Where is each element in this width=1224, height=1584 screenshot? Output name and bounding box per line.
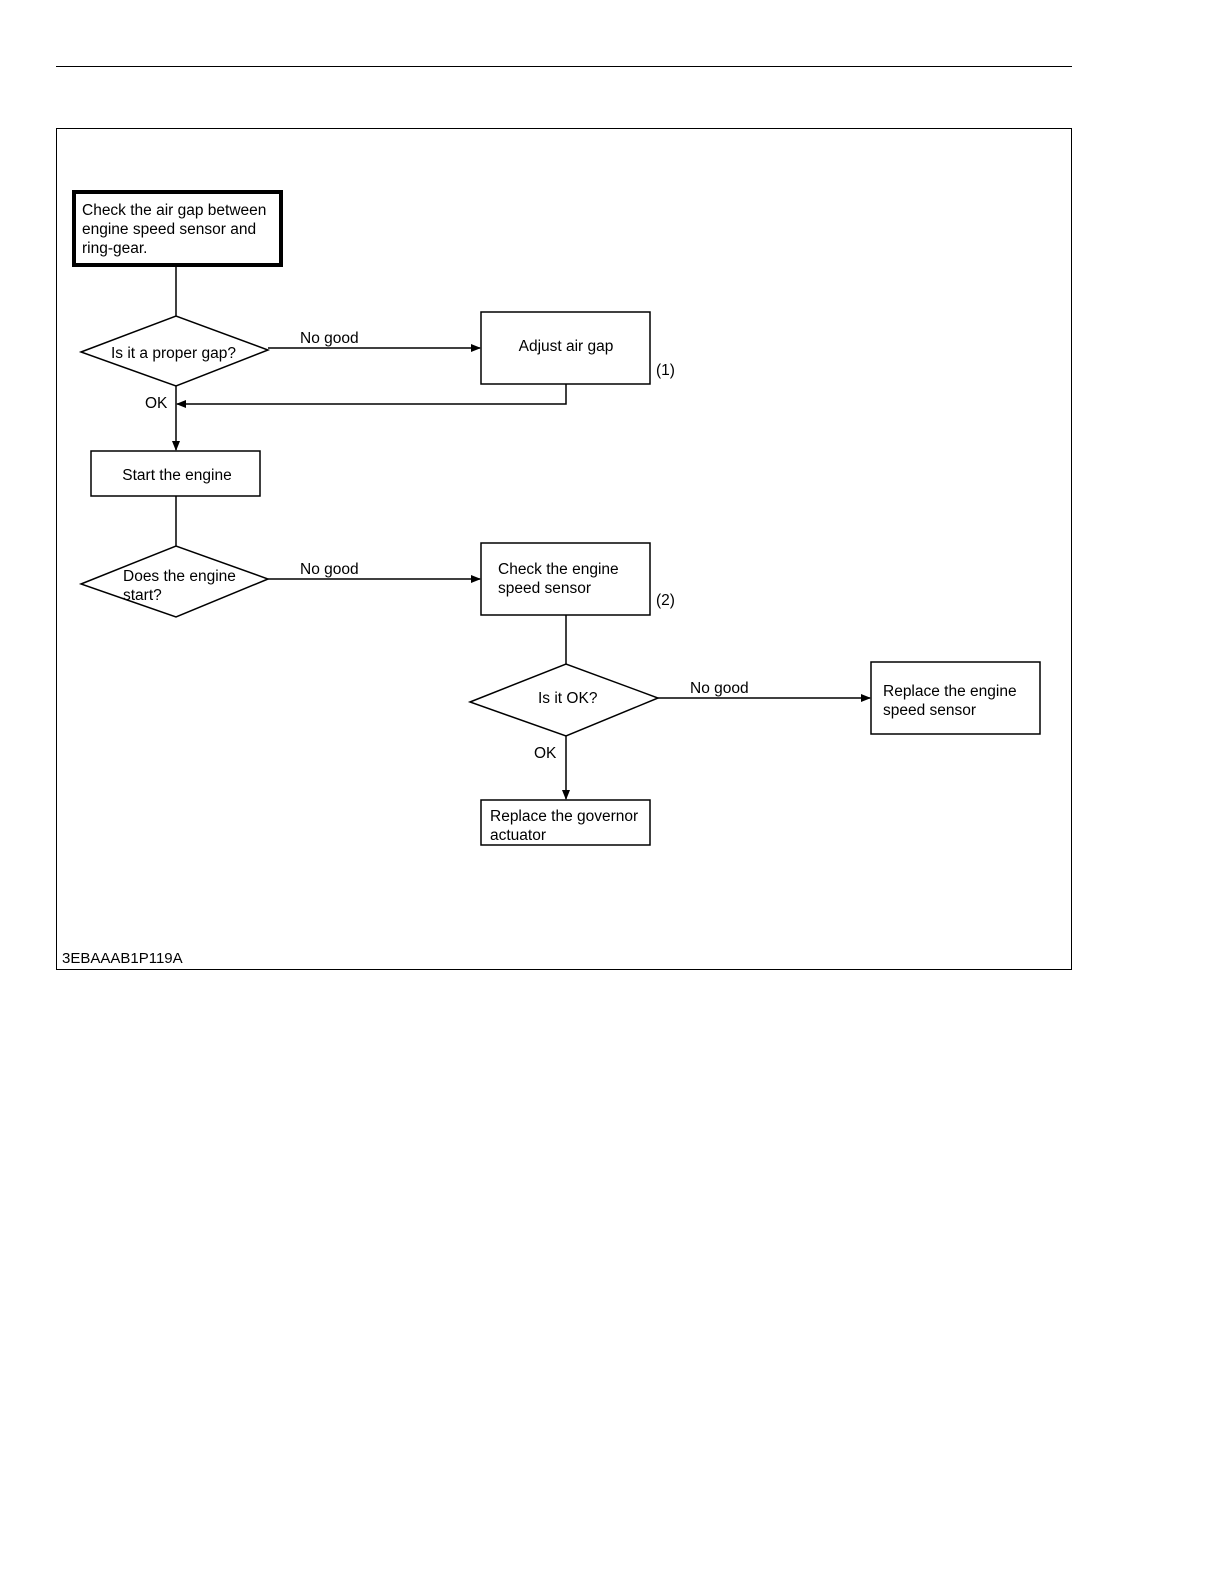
node-start-engine-text: Start the engine bbox=[122, 467, 231, 484]
figure-code: 3EBAAAB1P119A bbox=[62, 950, 183, 968]
flowchart: Check the air gap between engine speed s… bbox=[0, 0, 1224, 1000]
arrow-adjust-return bbox=[177, 384, 566, 404]
label-sensor-ok: OK bbox=[534, 745, 557, 762]
label-gap-ok: OK bbox=[145, 395, 168, 412]
ref-2: (2) bbox=[656, 592, 675, 609]
ref-1: (1) bbox=[656, 362, 675, 379]
label-start-no-good: No good bbox=[300, 561, 359, 578]
node-adjust-text: Adjust air gap bbox=[519, 338, 614, 355]
decision-gap-text: Is it a proper gap? bbox=[111, 345, 236, 362]
label-sensor-no-good: No good bbox=[690, 680, 749, 697]
label-gap-no-good: No good bbox=[300, 330, 359, 347]
decision-ok-text: Is it OK? bbox=[538, 690, 598, 707]
node-check-sensor-box bbox=[481, 543, 650, 615]
